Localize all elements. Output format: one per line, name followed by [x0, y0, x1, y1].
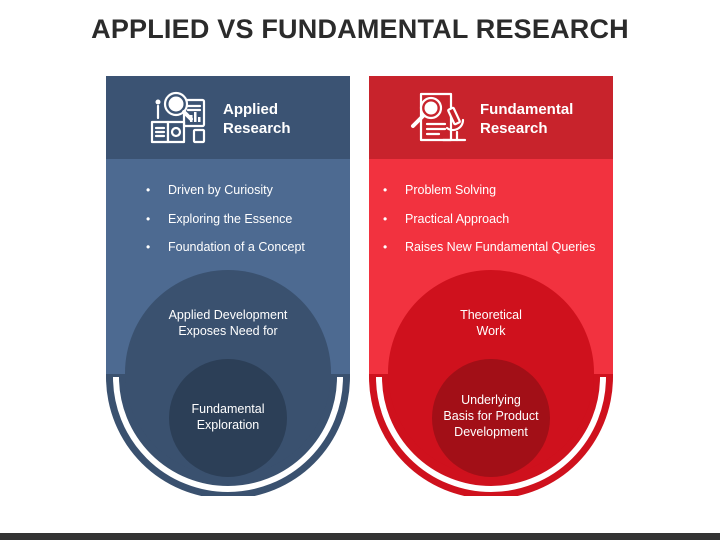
fundamental-inner-circle [432, 359, 550, 477]
applied-inner-circle [169, 359, 287, 477]
bottom-bar [0, 533, 720, 540]
applied-research-header: Applied Research [106, 76, 350, 159]
list-item: Raises New Fundamental Queries [381, 238, 595, 267]
list-item: Foundation of a Concept [144, 238, 305, 267]
page-title: APPLIED VS FUNDAMENTAL RESEARCH [91, 14, 629, 44]
research-microscope-magnifier-icon [411, 92, 467, 142]
fundamental-heading-line2: Research [480, 120, 548, 137]
fundamental-inner-line3: Development [454, 425, 528, 439]
applied-inner-circle-text: Fundamental Exploration [148, 401, 308, 433]
research-documents-magnifier-icon [150, 91, 206, 144]
fundamental-heading-line1: Fundamental [480, 101, 574, 118]
applied-outer-line1: Applied Development [168, 308, 288, 322]
fundamental-circles [369, 270, 613, 496]
applied-white-ring [113, 376, 343, 492]
list-item: Driven by Curiosity [144, 181, 305, 210]
fundamental-white-ring [376, 376, 606, 492]
fundamental-outer-line1: Theoretical [460, 308, 522, 322]
fundamental-bullet-list: Problem Solving Practical Approach Raise… [381, 181, 595, 267]
list-item: Problem Solving [381, 181, 595, 210]
applied-inner-line1: Fundamental [191, 402, 265, 416]
applied-heading-line2: Research [223, 120, 291, 137]
fundamental-inner-line2: Basis for Product [443, 409, 539, 423]
fundamental-inner-line1: Underlying [461, 393, 521, 407]
fundamental-research-panel: Fundamental Research Problem Solving Pra… [369, 76, 613, 496]
applied-research-panel: Applied Research Driven by Curiosity Exp… [106, 76, 350, 496]
applied-outer-circle-text: Applied Development Exposes Need for [128, 307, 328, 339]
applied-bullet-list: Driven by Curiosity Exploring the Essenc… [144, 181, 305, 267]
applied-inner-line2: Exploration [196, 418, 260, 432]
fundamental-outer-circle-text: Theoretical Work [391, 307, 591, 339]
fundamental-outer-line2: Work [476, 324, 506, 338]
applied-heading-line1: Applied [223, 101, 278, 118]
applied-circles [106, 270, 350, 496]
applied-research-heading: Applied Research [223, 100, 291, 138]
fundamental-research-heading: Fundamental Research [480, 100, 573, 138]
list-item: Exploring the Essence [144, 210, 305, 239]
applied-outer-line2: Exposes Need for [178, 324, 278, 338]
list-item: Practical Approach [381, 210, 595, 239]
fundamental-inner-circle-text: Underlying Basis for Product Development [411, 392, 571, 440]
fundamental-research-header: Fundamental Research [369, 76, 613, 159]
